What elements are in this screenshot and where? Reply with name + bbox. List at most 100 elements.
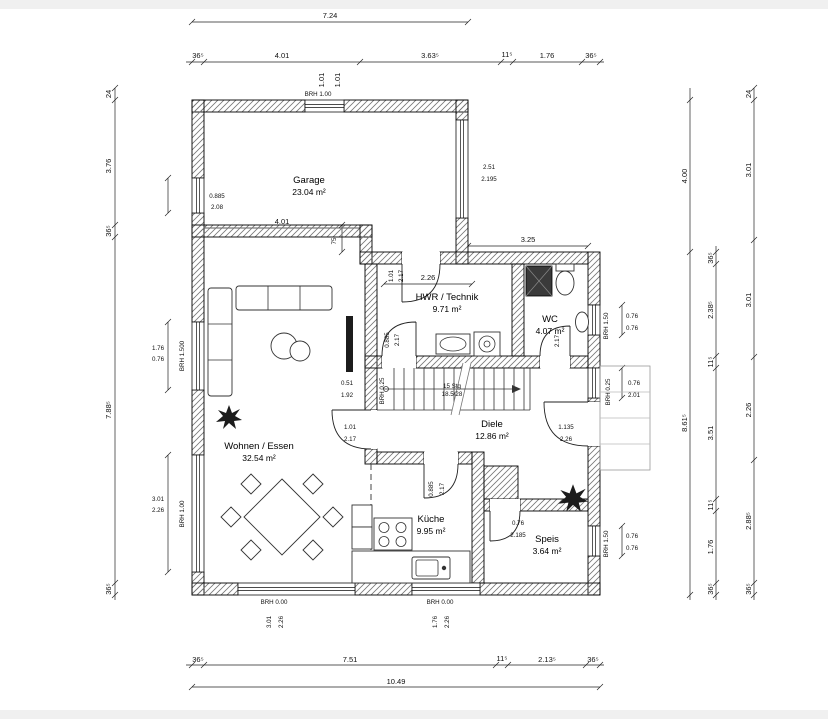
room-name-speis: Speis: [535, 534, 559, 545]
brh-label: BRH 0.00: [261, 599, 288, 606]
dim-label: 3.51: [706, 426, 715, 441]
dim-label: 0.76: [626, 545, 639, 552]
hwr-fixtures: [435, 331, 501, 357]
dim-label: 1.01: [388, 269, 395, 282]
dining-set: [220, 473, 344, 561]
wc-fixtures: [525, 263, 589, 333]
dim-label: 11⁵: [497, 654, 508, 663]
room-labels: Garage 23.04 m² HWR / Technik 9.71 m² WC…: [224, 175, 564, 556]
dim-label: 2.17: [398, 269, 405, 282]
toilet-tank: [555, 263, 575, 272]
dim-label: 4.01: [275, 217, 290, 226]
room-name-garage: Garage: [293, 175, 325, 186]
dim-label: 4.01: [275, 51, 290, 60]
dim-label: 36⁵: [104, 225, 113, 236]
dim-label: 2.17: [394, 333, 401, 346]
dim-label: 2.17: [439, 482, 446, 495]
brh-label: BRH 1.00: [179, 500, 186, 527]
window-living-west-upper: [191, 321, 205, 391]
dim-label: 2.26: [744, 403, 753, 418]
chimney-block: [483, 465, 519, 500]
sideboard: [346, 316, 353, 372]
dim-label: 3.76: [104, 159, 113, 174]
dim-label: 2.26: [152, 507, 165, 514]
brh-label: BRH 0.25: [379, 377, 386, 404]
dim-label: 7.24: [323, 11, 338, 20]
dim-label: 7.88⁵: [104, 401, 113, 419]
dim-label: 2.13⁵: [538, 655, 556, 664]
dim-label: 3.01: [152, 496, 165, 503]
room-name-diele: Diele: [481, 419, 503, 430]
stairs-count-label: 15 Stg: [443, 383, 461, 390]
dim-label: 2.26: [421, 273, 436, 282]
dim-label: 10.49: [387, 677, 406, 686]
entrance-steps: [599, 365, 651, 471]
dim-label: 1.01: [333, 73, 342, 88]
dim-label: 36⁵: [192, 51, 203, 60]
brh-label: BRH 1.500: [179, 340, 186, 371]
brh-label: BRH 0.25: [605, 378, 612, 405]
door-wc: [539, 325, 571, 368]
room-area-speis: 3.64 m²: [533, 546, 562, 556]
room-name-hwr: HWR / Technik: [416, 292, 479, 303]
wc-sink: [575, 311, 589, 333]
dim-label: 11⁵: [706, 357, 715, 368]
dim-label: 36⁵: [744, 583, 753, 594]
dim-label: 0.76: [628, 380, 641, 387]
dim-label: 1.92: [341, 392, 354, 399]
doors: [331, 252, 600, 542]
dim-label: 0.76: [512, 520, 525, 527]
coffee-table: [270, 332, 311, 362]
window-kitchen-south: [411, 582, 481, 596]
dim-label: 36⁵: [587, 655, 598, 664]
dim-label: 24: [744, 90, 753, 98]
top-band: [0, 0, 828, 9]
dim-label: 36⁵: [585, 51, 596, 60]
dim-label: 2.17: [344, 436, 357, 443]
dim-label: 1.01: [344, 424, 357, 431]
window-garage-north: [304, 99, 345, 113]
windows: [191, 99, 601, 596]
dim-label: 0.76: [626, 313, 639, 320]
dim-label: 2.88⁵: [744, 512, 753, 530]
kitchen-counter: [351, 504, 471, 584]
dim-label: 2.51: [483, 164, 496, 171]
room-area-wc: 4.07 m²: [536, 326, 565, 336]
window-garage-west: [191, 177, 205, 214]
window-speis-east: [587, 525, 601, 557]
dim-label: 2.26: [444, 615, 451, 628]
room-name-kitchen: Küche: [418, 514, 445, 525]
dim-label: 0.885: [428, 481, 435, 497]
dim-label: 4.00: [680, 169, 689, 184]
brh-label: BRH 1.50: [603, 312, 610, 339]
stair-direction-arrow: [512, 385, 521, 393]
dim-label: 7.51: [343, 655, 358, 664]
dim-label: 2.08: [211, 204, 224, 211]
dim-label: 2.01: [628, 392, 641, 399]
dim-label: 0.51: [341, 380, 354, 387]
room-area-garage: 23.04 m²: [292, 187, 326, 197]
brh-label: BRH 1.00: [305, 91, 332, 98]
door-entrance: [543, 401, 600, 447]
dim-label: 1.76: [540, 51, 555, 60]
dimension-labels: 7.24 36⁵ 4.01 3.63⁵ 11⁵ 1.76 36⁵ 1.01 1.…: [104, 11, 753, 686]
dim-label: 1.76: [432, 615, 439, 628]
dim-label: 1.135: [558, 424, 574, 431]
dim-label: 3.63⁵: [421, 51, 439, 60]
dim-label: 11⁵: [706, 500, 715, 511]
dim-label: 3.25: [521, 235, 536, 244]
room-area-hwr: 9.71 m²: [433, 304, 462, 314]
stairs-ratio-label: 18.5/28: [442, 391, 463, 398]
sofa: [207, 285, 333, 397]
toilet: [555, 270, 575, 296]
dim-label: 1.01: [317, 73, 326, 88]
dim-label: 36⁵: [706, 583, 715, 594]
dim-label: 1.76: [706, 540, 715, 555]
dim-label: 36⁵: [104, 583, 113, 594]
room-name-wc: WC: [542, 314, 558, 325]
dim-label: 24: [104, 90, 113, 98]
dim-label: 0.885: [384, 332, 391, 348]
window-hall-east: [587, 367, 601, 399]
dim-label: 3.01: [266, 615, 273, 628]
